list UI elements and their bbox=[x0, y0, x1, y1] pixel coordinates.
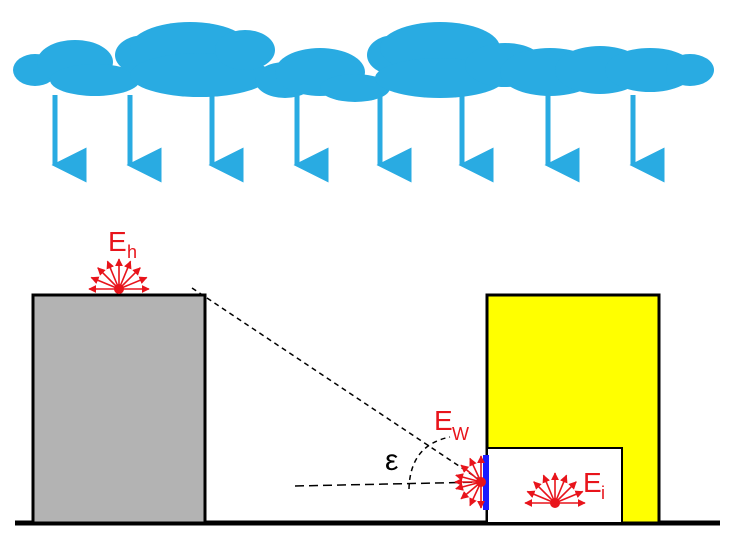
ei-ray-4 bbox=[554, 474, 568, 504]
label-eh-sub: h bbox=[127, 242, 137, 262]
label-ei-sub: i bbox=[601, 483, 605, 503]
label-ew-sub: W bbox=[452, 424, 469, 444]
downward-arrows bbox=[51, 95, 665, 183]
label-epsilon: ε bbox=[385, 444, 398, 477]
horizontal-reference-line bbox=[294, 481, 484, 487]
angle-arc bbox=[408, 436, 451, 490]
obstruction-line bbox=[191, 287, 484, 483]
eh-ray-2 bbox=[118, 276, 148, 290]
label-ei-main: E bbox=[583, 467, 602, 498]
illuminance-wall-burst bbox=[454, 455, 486, 509]
illuminance-interior-burst bbox=[524, 472, 586, 508]
cloud bbox=[13, 22, 714, 102]
eh-ray-8 bbox=[90, 276, 120, 290]
ew-dot bbox=[476, 477, 486, 487]
illuminance-horizontal-burst bbox=[88, 258, 150, 294]
ei-dot bbox=[550, 498, 560, 508]
label-eh-main: E bbox=[108, 226, 127, 257]
ei-ray-6 bbox=[542, 474, 556, 504]
label-ew-main: E bbox=[434, 405, 453, 436]
left-building bbox=[31, 293, 207, 525]
eh-dot bbox=[114, 284, 124, 294]
